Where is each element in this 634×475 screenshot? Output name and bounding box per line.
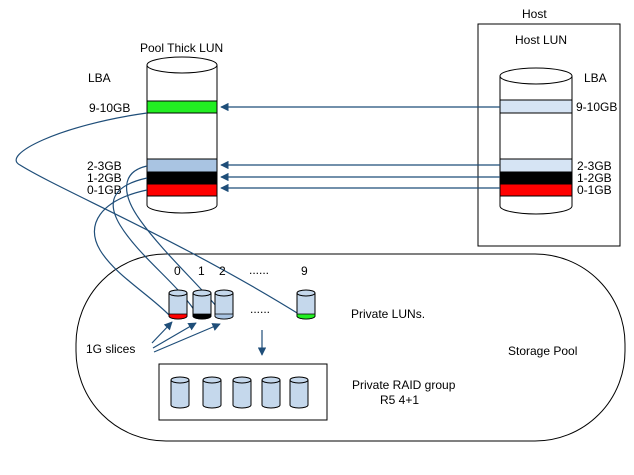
host-lba-label: LBA	[584, 71, 607, 85]
raid-label-line1: Private RAID group	[352, 378, 456, 392]
private-lun-2	[214, 289, 234, 320]
pool-label-9-10gb: 9-10GB	[89, 101, 130, 115]
pool-segment-2-3gb	[146, 158, 218, 173]
pool-label-0-1gb: 0-1GB	[87, 183, 122, 197]
lun-ellipsis-mid: ......	[250, 302, 270, 316]
raid-disk-2	[202, 376, 222, 409]
pool-lun-title: Pool Thick LUN	[140, 41, 223, 55]
host-segment-9-10gb	[499, 99, 573, 114]
slices-label: 1G slices	[86, 342, 135, 356]
raid-disk-4	[261, 376, 281, 409]
pool-label-2-3gb: 2-3GB	[87, 159, 122, 173]
arrow-slice-1	[152, 322, 197, 349]
host-segment-2-3gb	[499, 158, 573, 173]
host-label-0-1gb: 0-1GB	[577, 183, 612, 197]
lun-index-0: 0	[174, 264, 181, 278]
host-label-1-2gb: 1-2GB	[577, 171, 612, 185]
curve-0-1gb-to-lun-0	[93, 189, 171, 317]
pool-segment-9-10gb	[146, 100, 218, 114]
host-lun-title: Host LUN	[515, 33, 567, 47]
host-label-9-10gb: 9-10GB	[576, 100, 617, 114]
lun-ellipsis-top: ......	[249, 263, 269, 277]
pool-segment-1-2gb	[146, 171, 218, 185]
lun-index-9: 9	[301, 264, 308, 278]
raid-label-line2: R5 4+1	[380, 393, 419, 407]
host-segment-1-2gb	[499, 171, 573, 185]
arrow-slice-2	[153, 323, 221, 353]
raid-disk-1	[170, 376, 190, 409]
lun-index-2: 2	[219, 264, 226, 278]
pool-segment-0-1gb	[146, 183, 218, 197]
private-luns-label: Private LUNs.	[351, 307, 425, 321]
host-label-2-3gb: 2-3GB	[577, 159, 612, 173]
pool-label-1-2gb: 1-2GB	[87, 171, 122, 185]
raid-disk-5	[289, 376, 309, 409]
private-lun-0	[168, 289, 188, 320]
private-lun-9	[296, 289, 316, 320]
storage-pool-container	[75, 253, 626, 442]
arrow-slice-0	[151, 321, 173, 344]
host-segment-0-1gb	[499, 183, 573, 197]
storage-pool-label: Storage Pool	[508, 344, 577, 358]
host-box	[477, 23, 621, 247]
raid-group-box	[158, 363, 328, 421]
pool-lba-label: LBA	[88, 71, 111, 85]
raid-disk-3	[232, 376, 252, 409]
curve-9-10gb-to-lun-9	[15, 112, 303, 317]
host-title: Host	[522, 7, 547, 21]
private-lun-1	[192, 289, 212, 320]
lun-index-1: 1	[198, 264, 205, 278]
